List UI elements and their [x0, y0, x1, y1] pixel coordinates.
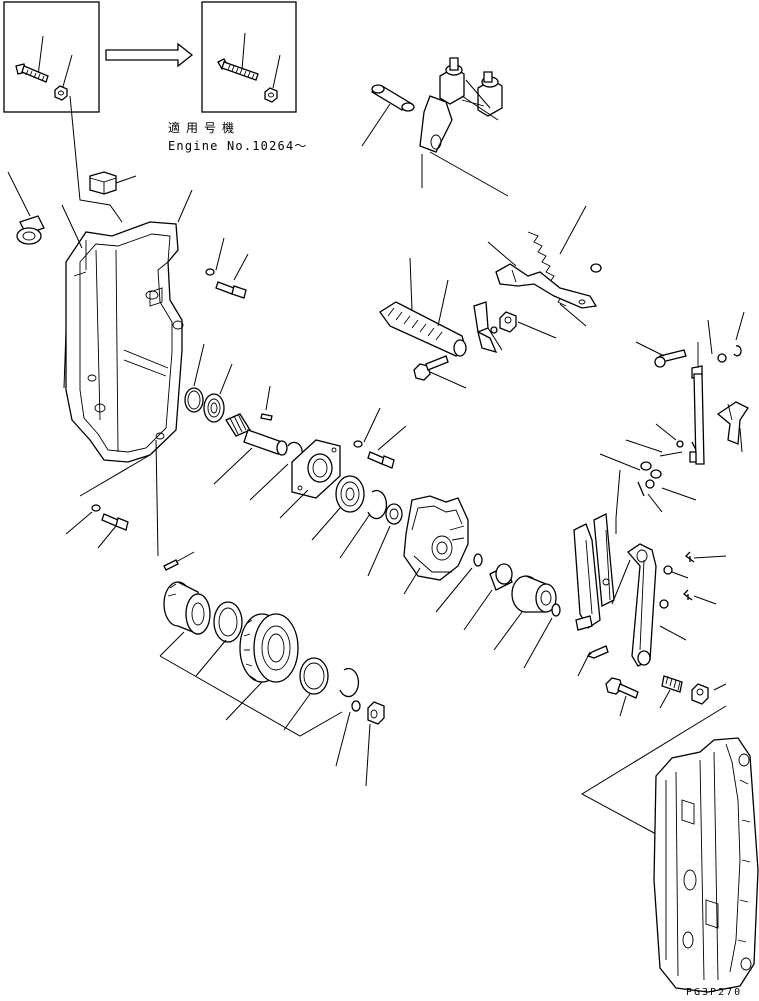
- ball-bearing-icon: [335, 475, 365, 513]
- governor-housing: [65, 221, 184, 463]
- lever-spring-icon: [683, 551, 695, 601]
- oring-icon: [184, 387, 204, 413]
- sleeve-icon: [489, 563, 513, 591]
- drive-shaft-icon: [225, 413, 288, 456]
- holder-washer-icon: [353, 440, 363, 448]
- washer-small-icon: [205, 268, 215, 276]
- lever-pin-washer-icon: [637, 461, 662, 497]
- plug-icon: [16, 215, 45, 245]
- bearing-icon: [203, 393, 225, 423]
- link-small-washer-icon: [676, 440, 697, 463]
- new-bolt-icon: [217, 58, 259, 81]
- retaining-ring-icon: [339, 667, 360, 698]
- side-washer-icon: [91, 504, 101, 512]
- bearing-holder-icon: [291, 439, 341, 499]
- stud-bolt-icon: [413, 355, 449, 381]
- lever-ring-icon: [473, 553, 483, 567]
- lever-housing-icon: [403, 495, 469, 581]
- sleeve-bearing-icon: [511, 575, 557, 613]
- housing-bolt-icon: [215, 281, 247, 299]
- side-bolt-icon: [101, 513, 129, 531]
- adjust-bolt-icon: [605, 677, 639, 699]
- key-icon: [260, 413, 273, 421]
- link-bracket-icon: [716, 401, 749, 445]
- gear-nut-icon: [367, 701, 385, 725]
- lever-bolt-icon: [586, 645, 609, 659]
- adjust-nut-icon: [691, 683, 709, 705]
- adjust-screw-icon: [661, 675, 683, 693]
- gear-key-icon: [163, 559, 179, 571]
- lever-plate-icon: [573, 512, 615, 631]
- pin-icon: [370, 84, 415, 112]
- serial-label-japanese: 適用号機: [168, 121, 241, 135]
- link-arm-icon: [691, 342, 705, 465]
- change-arrow-icon: [105, 42, 194, 68]
- circlip-small-icon: [733, 345, 742, 357]
- link-plate-icon: [495, 263, 598, 309]
- holder-bolt-icon: [367, 451, 395, 469]
- bracket-washer-icon: [490, 326, 498, 334]
- lever-arm-icon: [627, 543, 657, 667]
- flyweight-gear-icon: [239, 613, 299, 683]
- serial-label-engine-no: Engine No.10264～: [168, 139, 308, 153]
- lever-washer-pair-icon: [659, 565, 673, 609]
- new-nut-icon: [264, 87, 278, 103]
- thrust-washer-icon: [299, 657, 329, 695]
- clip-icon: [717, 353, 727, 363]
- cap-icon: [89, 171, 117, 195]
- inset-box-old: [3, 1, 100, 113]
- small-bracket-icon: [473, 301, 498, 354]
- inset-box-new: [201, 1, 297, 113]
- pump-housing-icon: [653, 737, 759, 993]
- small-ring-icon: [351, 700, 361, 712]
- drawing-code: PG3P270: [686, 987, 743, 998]
- circlip-icon: [367, 489, 388, 520]
- old-nut-icon: [54, 85, 68, 101]
- lock-nut-icon: [499, 311, 517, 333]
- thin-washer-icon: [385, 503, 403, 525]
- old-bolt-icon: [15, 63, 49, 83]
- link-pin-icon: [654, 349, 687, 368]
- gear-hub-icon: [163, 581, 211, 635]
- lever-shaft-icon: [419, 57, 503, 153]
- governor-shaft-icon: [379, 301, 467, 357]
- sleeve-washer-icon: [551, 603, 561, 617]
- spacer-ring-icon: [213, 601, 243, 643]
